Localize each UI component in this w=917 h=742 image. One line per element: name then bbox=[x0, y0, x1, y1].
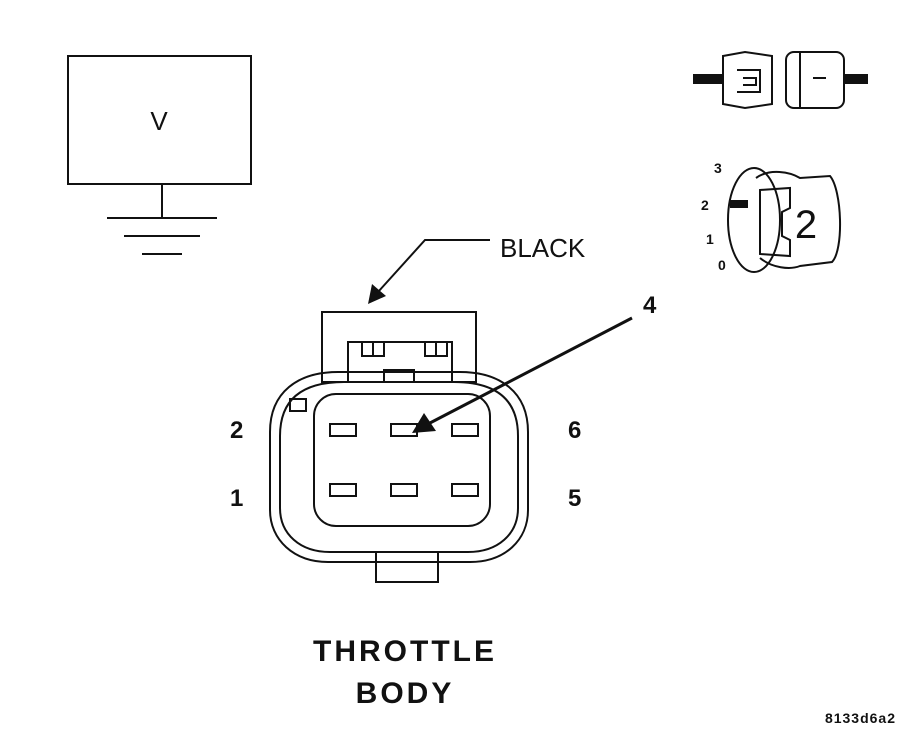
key-selected-position: 2 bbox=[795, 203, 817, 247]
connector-name-line2: BODY bbox=[356, 677, 455, 710]
pin-label-5: 5 bbox=[568, 485, 581, 512]
terminal-cavity bbox=[313, 393, 491, 527]
connector-name-line1: THROTTLE bbox=[313, 635, 497, 668]
terminal-1 bbox=[329, 483, 357, 497]
terminal-3 bbox=[329, 423, 357, 437]
key-position-0: 0 bbox=[718, 257, 726, 273]
color-leader-arrow bbox=[368, 239, 490, 304]
pin-label-2: 2 bbox=[230, 417, 243, 444]
ignition-key-icon: 3 2 1 0 2 bbox=[701, 160, 841, 273]
probe-pin-label: 4 bbox=[643, 292, 657, 319]
connector-color-label: BLACK bbox=[500, 233, 586, 263]
key-position-1: 1 bbox=[706, 231, 714, 247]
terminal-2 bbox=[390, 483, 418, 497]
terminal-5 bbox=[451, 483, 479, 497]
pin-label-1: 1 bbox=[230, 485, 243, 512]
throttle-body-connector bbox=[269, 311, 529, 583]
figure-code: 8133d6a2 bbox=[825, 710, 896, 726]
pin-label-6: 6 bbox=[568, 417, 581, 444]
voltmeter-symbol: V bbox=[150, 106, 168, 136]
key-position-2: 2 bbox=[701, 197, 709, 213]
ground-icon bbox=[107, 184, 217, 255]
probe-arrow bbox=[412, 316, 633, 433]
terminal-4 bbox=[390, 423, 418, 437]
connector-plug-icon bbox=[693, 50, 868, 110]
terminal-6 bbox=[451, 423, 479, 437]
connector-shell bbox=[269, 371, 529, 563]
voltmeter: V bbox=[67, 55, 252, 255]
key-position-3: 3 bbox=[714, 160, 722, 176]
voltmeter-box bbox=[67, 55, 252, 185]
